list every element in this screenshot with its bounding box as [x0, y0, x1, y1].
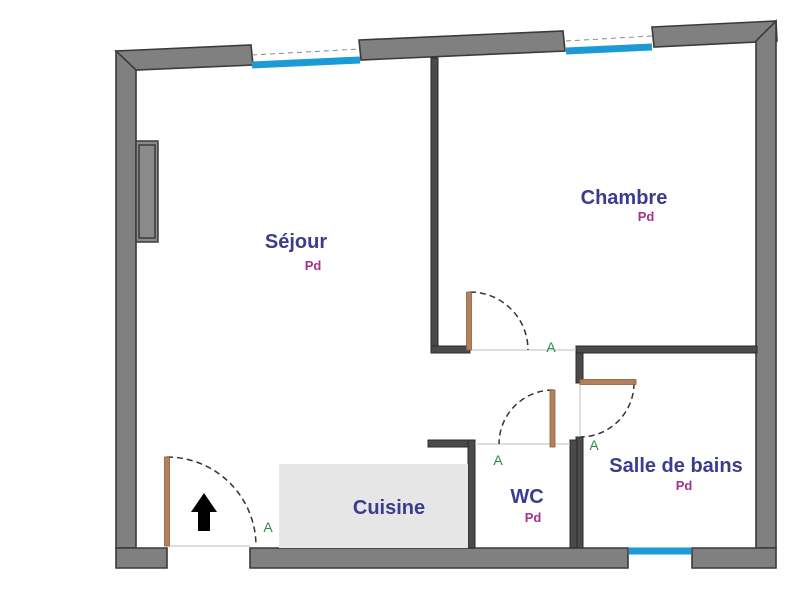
room-sub-salle-de-bains: Pd: [676, 478, 693, 493]
room-sub-wc: Pd: [525, 510, 542, 525]
door-tag-chambre: A: [546, 339, 556, 355]
room-label-wc: WC: [510, 486, 543, 508]
wall-niche-left: [135, 140, 159, 243]
interior-wall-wc-east: [569, 439, 578, 549]
kitchen-counter-block-fill: [279, 464, 468, 548]
door-bains-swing-arc: [579, 382, 635, 438]
door-tags: A A A A: [263, 339, 599, 535]
room-label-salle-de-bains: Salle de bains: [609, 455, 742, 477]
room-labels: Séjour Pd Chambre Pd Salle de bains Pd W…: [265, 187, 743, 525]
door-chambre-swing-arc: [469, 291, 529, 351]
door-bains[interactable]: [579, 379, 637, 438]
door-wc-swing-arc: [498, 389, 554, 445]
door-entry-leaf: [164, 456, 170, 547]
door-chambre[interactable]: [466, 291, 529, 351]
window-sejour-north-sill: [251, 48, 361, 56]
door-tag-bains: A: [589, 437, 599, 453]
interior-wall-chambre-south-left: [430, 345, 471, 354]
door-entry-swing-arc: [166, 456, 257, 547]
door-chambre-leaf: [466, 291, 472, 351]
interior-wall-wc-west: [467, 439, 476, 549]
interior-wall-wc-north-left: [427, 439, 471, 448]
interior-wall-hall-bains-upper: [575, 352, 584, 384]
room-label-cuisine: Cuisine: [353, 497, 425, 519]
entry-direction-arrow-shape: [191, 493, 217, 531]
window-chambre-north-sill: [565, 35, 653, 42]
door-entry[interactable]: [164, 456, 257, 547]
wall-niche-left-opening: [135, 140, 159, 243]
exterior-wall-top-right-segment: [651, 20, 778, 48]
door-tag-entry: A: [263, 519, 273, 535]
door-wc[interactable]: [498, 389, 556, 448]
exterior-wall-right: [755, 19, 777, 549]
kitchen-counter-block: [279, 464, 468, 548]
room-sub-chambre: Pd: [638, 209, 655, 224]
door-bains-leaf: [579, 379, 637, 385]
room-label-sejour: Séjour: [265, 231, 327, 253]
exterior-walls: [114, 19, 778, 569]
door-tag-wc: A: [493, 452, 503, 468]
interior-walls: [168, 57, 758, 549]
interior-wall-sejour-chambre: [430, 57, 439, 353]
exterior-wall-top-middle-segment: [358, 30, 566, 61]
exterior-wall-bottom-right-stub: [691, 547, 777, 569]
entry-direction-arrow: [191, 493, 217, 531]
door-wc-leaf: [549, 389, 556, 448]
window-sejour-north: [251, 56, 361, 69]
interior-wall-chambre-south-right: [575, 345, 758, 354]
exterior-wall-bottom-left-stub: [115, 547, 168, 569]
room-sub-sejour: Pd: [305, 258, 322, 273]
room-label-chambre: Chambre: [581, 187, 668, 209]
exterior-wall-left: [115, 49, 137, 549]
windows: [251, 35, 691, 555]
window-chambre-north: [565, 43, 653, 55]
wall-niche-left-inner: [138, 144, 156, 239]
exterior-wall-top-left-segment: [114, 44, 254, 71]
exterior-wall-bottom-main: [249, 547, 629, 569]
